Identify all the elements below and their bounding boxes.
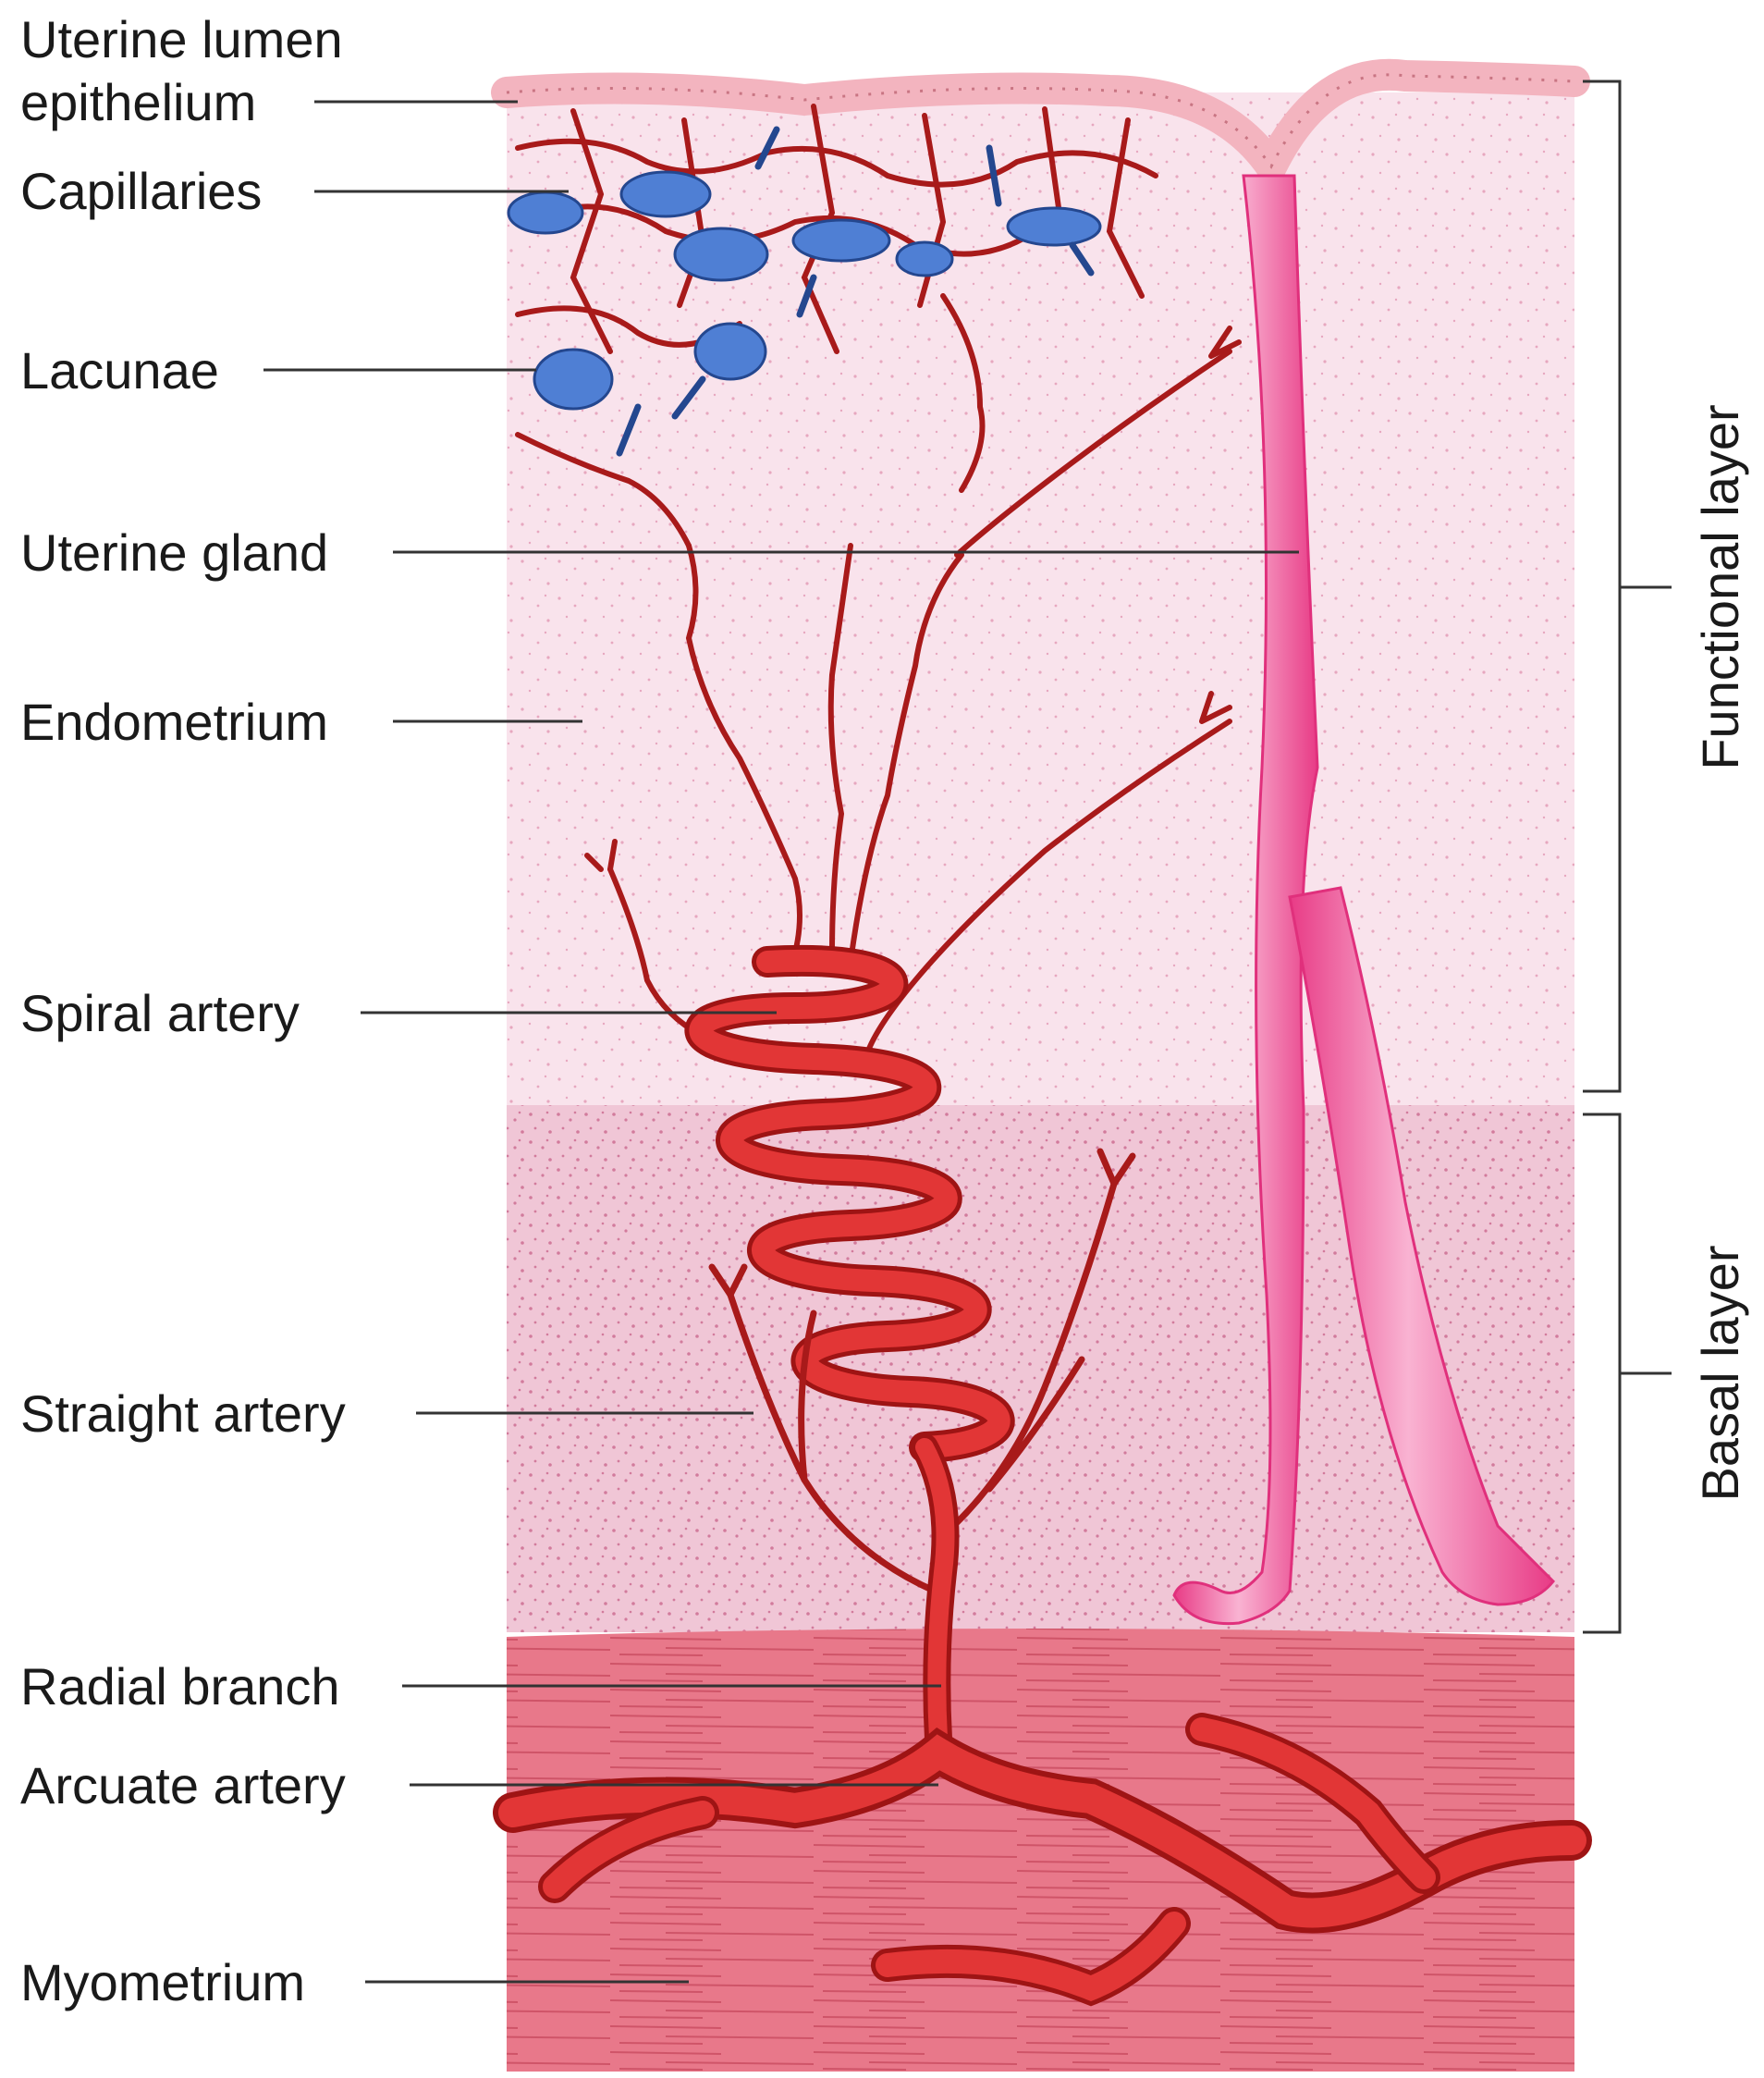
label-basal-layer: Basal layer	[1691, 1245, 1749, 1501]
label-uterine-lumen-line2: epithelium	[20, 73, 256, 131]
label-spiral-artery: Spiral artery	[20, 984, 300, 1042]
lacunae	[507, 126, 1102, 457]
label-myometrium: Myometrium	[20, 1953, 305, 2011]
label-capillaries: Capillaries	[20, 162, 262, 220]
label-arcuate-artery: Arcuate artery	[20, 1756, 346, 1814]
label-straight-artery: Straight artery	[20, 1384, 346, 1443]
label-radial-branch: Radial branch	[20, 1657, 340, 1715]
basal-layer-bracket	[1583, 1113, 1672, 1634]
label-endometrium: Endometrium	[20, 693, 328, 751]
arcuate-artery	[493, 1713, 1592, 2007]
uterine-gland	[1172, 174, 1556, 1626]
uterine-lumen-epithelium	[491, 58, 1590, 198]
label-lacunae: Lacunae	[20, 341, 219, 400]
layer-names: Functional layer Basal layer	[1691, 404, 1749, 1501]
label-uterine-gland: Uterine gland	[20, 523, 328, 582]
label-functional-layer: Functional layer	[1691, 404, 1749, 769]
radial-branch	[911, 1433, 960, 1752]
capillary-network	[515, 104, 1242, 558]
spiral-artery	[684, 944, 1015, 1463]
labels: Uterine lumen epithelium Capillaries Lac…	[20, 10, 346, 2011]
functional-layer-bracket	[1583, 80, 1672, 1093]
leader-lines	[263, 100, 1299, 1984]
myometrium-tissue	[507, 1629, 1574, 2072]
straight-arteries	[708, 1148, 1136, 1594]
layer-brackets	[1583, 80, 1672, 1634]
label-uterine-lumen-line1: Uterine lumen	[20, 10, 343, 68]
